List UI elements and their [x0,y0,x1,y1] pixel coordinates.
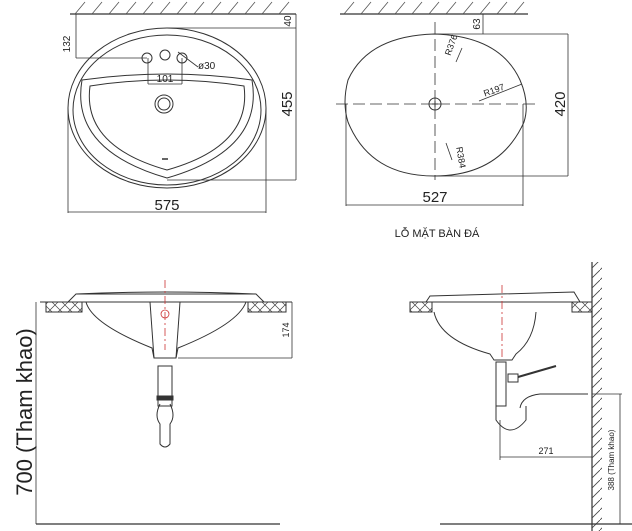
dim-trap-offset: 271 [538,446,553,456]
dim-rim: 40 [283,15,294,27]
dim-height: 455 [279,91,296,116]
cutout-view [336,1,569,206]
radius-top: R376 [443,33,460,57]
dim-mount-height: 700 (Tham khao) [12,328,37,496]
dim-bowl-depth: 174 [281,322,291,337]
cutout-dim-width: 527 [422,189,447,206]
dim-wall-offset: 63 [472,18,483,30]
radius-bottom: R384 [454,146,468,169]
dim-width: 575 [154,197,179,214]
side-view [409,262,632,531]
dim-hole-spacing: 101 [157,74,174,85]
cutout-dim-height: 420 [552,91,569,116]
top-view [67,1,297,213]
cutout-caption: LỖ MẶT BÀN ĐÁ [395,227,480,240]
radius-side: R197 [482,82,506,99]
front-view [35,291,293,525]
dim-hole-diameter: ø30 [198,61,216,72]
dim-top-offset: 132 [62,35,73,52]
dim-drain-height: 388 (Tham khao) [607,429,616,490]
